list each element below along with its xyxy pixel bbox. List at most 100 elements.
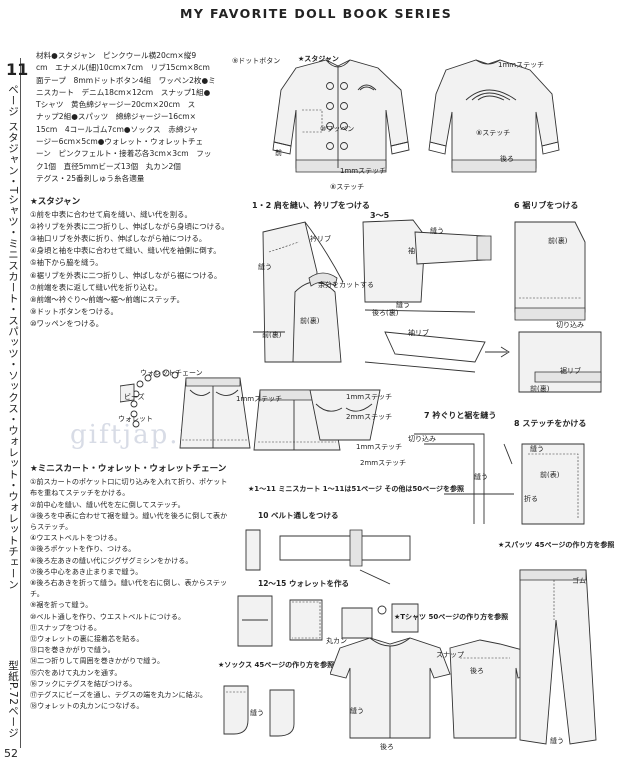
jacket-illustration: [272, 59, 560, 173]
dot-button-label: ⑨ドットボタン: [232, 57, 281, 65]
jacket-step: ①前を中表に合わせて肩を縫い、縫い代を割る。: [30, 210, 192, 220]
skirt-step: ⑪スナップをつける。: [30, 622, 101, 632]
collar-rib-label: 衿リブ: [310, 235, 331, 243]
skirt-step: ⑭二つ折りして周囲を巻きかがりで縫う。: [30, 656, 165, 666]
tshirt-diagram: [330, 637, 535, 739]
sew-label: 縫う: [350, 707, 364, 715]
stitch-8-label: ⑧ステッチ: [476, 129, 511, 137]
front-label: 前: [275, 149, 282, 157]
skirt-step: ⑮穴をあけて丸カンを通す。: [30, 667, 122, 677]
jacket-steps: ★スタジャン ①前を中表に合わせて肩を縫い、縫い代を割る。 ②衿リブを外表に二つ…: [30, 196, 250, 330]
jacket-step: ②衿リブを外表に二つ折りし、伸ばしながら身頃につける。: [30, 222, 229, 232]
skirt-reference: ★1～11 ミニスカート 1～11は51ページ その他は50ページを参照: [248, 485, 465, 493]
front-face-label: 前(表): [540, 471, 560, 479]
belt-loop-heading: 10 ベルト通しをつける: [258, 511, 339, 520]
chain-label: ウォレットチェーン: [140, 369, 203, 377]
spats-diagram: [519, 569, 597, 745]
materials-line: 15cm 4コールゴム7cm●ソックス 赤綿ジャ: [36, 124, 199, 134]
materials-line: 面テープ 8mmドットボタン4組 ワッペン2枚●ミ: [36, 75, 216, 85]
chapter-title: ページ スタジャン・Tシャツ・ミニスカート・スパッツ・ソックス・ウォレット・ウォ…: [7, 84, 19, 590]
page-number: 52: [4, 747, 18, 760]
wallet-diagram: [237, 595, 419, 647]
skirt-step: ⑥後ろ左あきの縫い代にジグザグミシンをかける。: [30, 555, 193, 565]
back-label: 後ろ: [380, 743, 394, 751]
sew-label: 縫う: [550, 737, 564, 745]
skirt-illustration: [120, 369, 251, 449]
materials-line: テグス・25番刺しゅう糸各適量: [36, 173, 145, 183]
stitch-2mm-label: 2mmステッチ: [360, 459, 407, 467]
skirt-pocket-diagram: [253, 389, 381, 451]
materials-line: ージー6cm×5cm●ウォレット・ウォレットチェ: [36, 137, 204, 147]
cut-in-label: 切り込み: [408, 435, 436, 443]
materials-line: Tシャツ 黄色綿ジャージー20cm×20cm ス: [36, 100, 196, 110]
skirt-step: ⑤後ろポケットを作り、つける。: [30, 544, 136, 554]
skirt-steps: ★ミニスカート・ウォレット・ウォレットチェーン ①前スカートのポケット口に切り込…: [30, 464, 230, 711]
spats-reference: ★スパッツ 45ページの作り方を参照: [498, 541, 615, 549]
socks-diagram: [223, 685, 295, 737]
sew-label: 縫う: [396, 301, 410, 309]
snap-label: スナップ: [436, 651, 464, 659]
stitch-1mm-label: 1mmステッチ: [356, 443, 403, 451]
o-ring-label: 丸カン: [326, 637, 347, 645]
materials-line: cm エナメル(細)10cm×7cm リブ15cm×8cm: [36, 63, 210, 73]
back-back-label: 後ろ(裏): [372, 309, 399, 317]
back-label: 後ろ: [500, 155, 514, 163]
jacket-step: ⑥裾リブを外表に二つ折りし、伸ばしながら裾につける。: [30, 270, 222, 280]
jacket-step: ④身頃と袖を中表に合わせて縫い、縫い代を袖側に倒す。: [30, 246, 221, 256]
wallet-label: ウォレット: [118, 415, 153, 423]
front-back-label: 前(裏): [548, 237, 568, 245]
sleeve-label: 袖: [408, 247, 415, 255]
jacket-step: ⑩ワッペンをつける。: [30, 318, 104, 328]
jacket-step: ⑨ドットボタンをつける。: [30, 306, 118, 316]
series-title: MY FAVORITE DOLL BOOK SERIES: [180, 6, 453, 21]
skirt-step: ⑬口を巻きかがりで縫う。: [30, 645, 115, 655]
jacket-label: ★スタジャン: [298, 55, 339, 63]
stitch-label: 1mmステッチ: [340, 167, 387, 175]
stitch-2mm-label: 2mmステッチ: [346, 413, 393, 421]
step-7-8-diagram: [414, 433, 585, 525]
skirt-step: ②前中心を縫い、縫い代を左に倒してステッチ。: [30, 499, 185, 509]
sew-label: 縫う: [474, 473, 488, 481]
skirt-step: ④ウエストベルトをつける。: [30, 533, 122, 543]
front-back-label: 前(裏): [300, 317, 320, 325]
hem-rib-label: 裾リブ: [560, 367, 581, 375]
stitch-1mm-label: 1mmステッチ: [236, 395, 283, 403]
stitch-1mm-label: 1mmステッチ: [346, 393, 393, 401]
socks-reference: ★ソックス 45ページの作り方を参照: [218, 661, 335, 669]
materials-line: ナップ2組●スパッツ 綿綿ジャージー16cm×: [36, 112, 197, 122]
skirt-step: ⑱ウォレットの丸カンにつなげる。: [30, 701, 144, 711]
jacket-step: ⑤袖下から脇を縫う。: [30, 258, 103, 268]
stitch-8-label: ⑧ステッチ: [330, 183, 365, 191]
step-7-heading: 7 衿ぐりと裾を縫う: [424, 411, 497, 420]
cut-in-label: 切り込み: [556, 321, 584, 329]
skirt-steps-title: ★ミニスカート・ウォレット・ウォレットチェーン: [30, 464, 227, 474]
front-back-label: 前(裏): [530, 385, 550, 393]
skirt-step: ⑩ベルト通しを作り、ウエストベルトにつける。: [30, 611, 186, 621]
materials-line: ク1個 直径5mmビーズ13個 丸カン2個: [36, 161, 181, 171]
jacket-steps-title: ★スタジャン: [30, 197, 81, 207]
materials-list: 材料●スタジャン ピンクウール横20cm×縦9 cm エナメル(細)10cm×7…: [36, 50, 226, 185]
skirt-step: ⑯フックにテグスを結びつける。: [30, 678, 137, 688]
pattern-reference: 型紙P.72ページ: [7, 660, 19, 739]
jacket-step: ⑧前端～衿ぐり～前端～裾～前端にステッチ。: [30, 294, 185, 304]
jacket-steps-diagram: [253, 219, 602, 393]
skirt-step: ③後ろを中表に合わせて裾を縫う。縫い代を後ろに倒して表からステッチ。: [30, 510, 228, 532]
stitch-label: 1mmステッチ: [498, 61, 545, 69]
sew-label: 縫う: [250, 709, 264, 717]
skirt-step: ①前スカートのポケット口に切り込みを入れて折り、ポケット布を重ねてステッチをかけ…: [30, 477, 228, 498]
step-6-heading: 6 裾リブをつける: [514, 201, 579, 210]
step-3-5-heading: 3～5: [370, 211, 390, 220]
jacket-step: ③袖口リブを外表に折り、伸ばしながら袖につける。: [30, 234, 207, 244]
jacket-step: ⑦前端を表に返して縫い代を折り込む。: [30, 282, 163, 292]
materials-line: 材料●スタジャン ピンクウール横20cm×縦9: [36, 51, 197, 60]
fold-label: 折る: [524, 495, 538, 503]
margin-rule: [20, 58, 21, 748]
materials-line: ニスカート デニム18cm×12cm スナップ1組●: [36, 87, 211, 97]
sew-label: 縫う: [258, 263, 272, 271]
skirt-step: ⑫ウォレットの裏に接着芯を貼る。: [30, 634, 144, 644]
skirt-step: ⑧後ろ右あきを折って縫う。縫い代を右に倒し、表からステッチ。: [30, 578, 228, 599]
wallet-heading: 12～15 ウォレットを作る: [258, 579, 349, 588]
sew-label: 縫う: [430, 227, 444, 235]
step-1-2-heading: 1・2 肩を縫い、衿リブをつける: [252, 201, 370, 210]
